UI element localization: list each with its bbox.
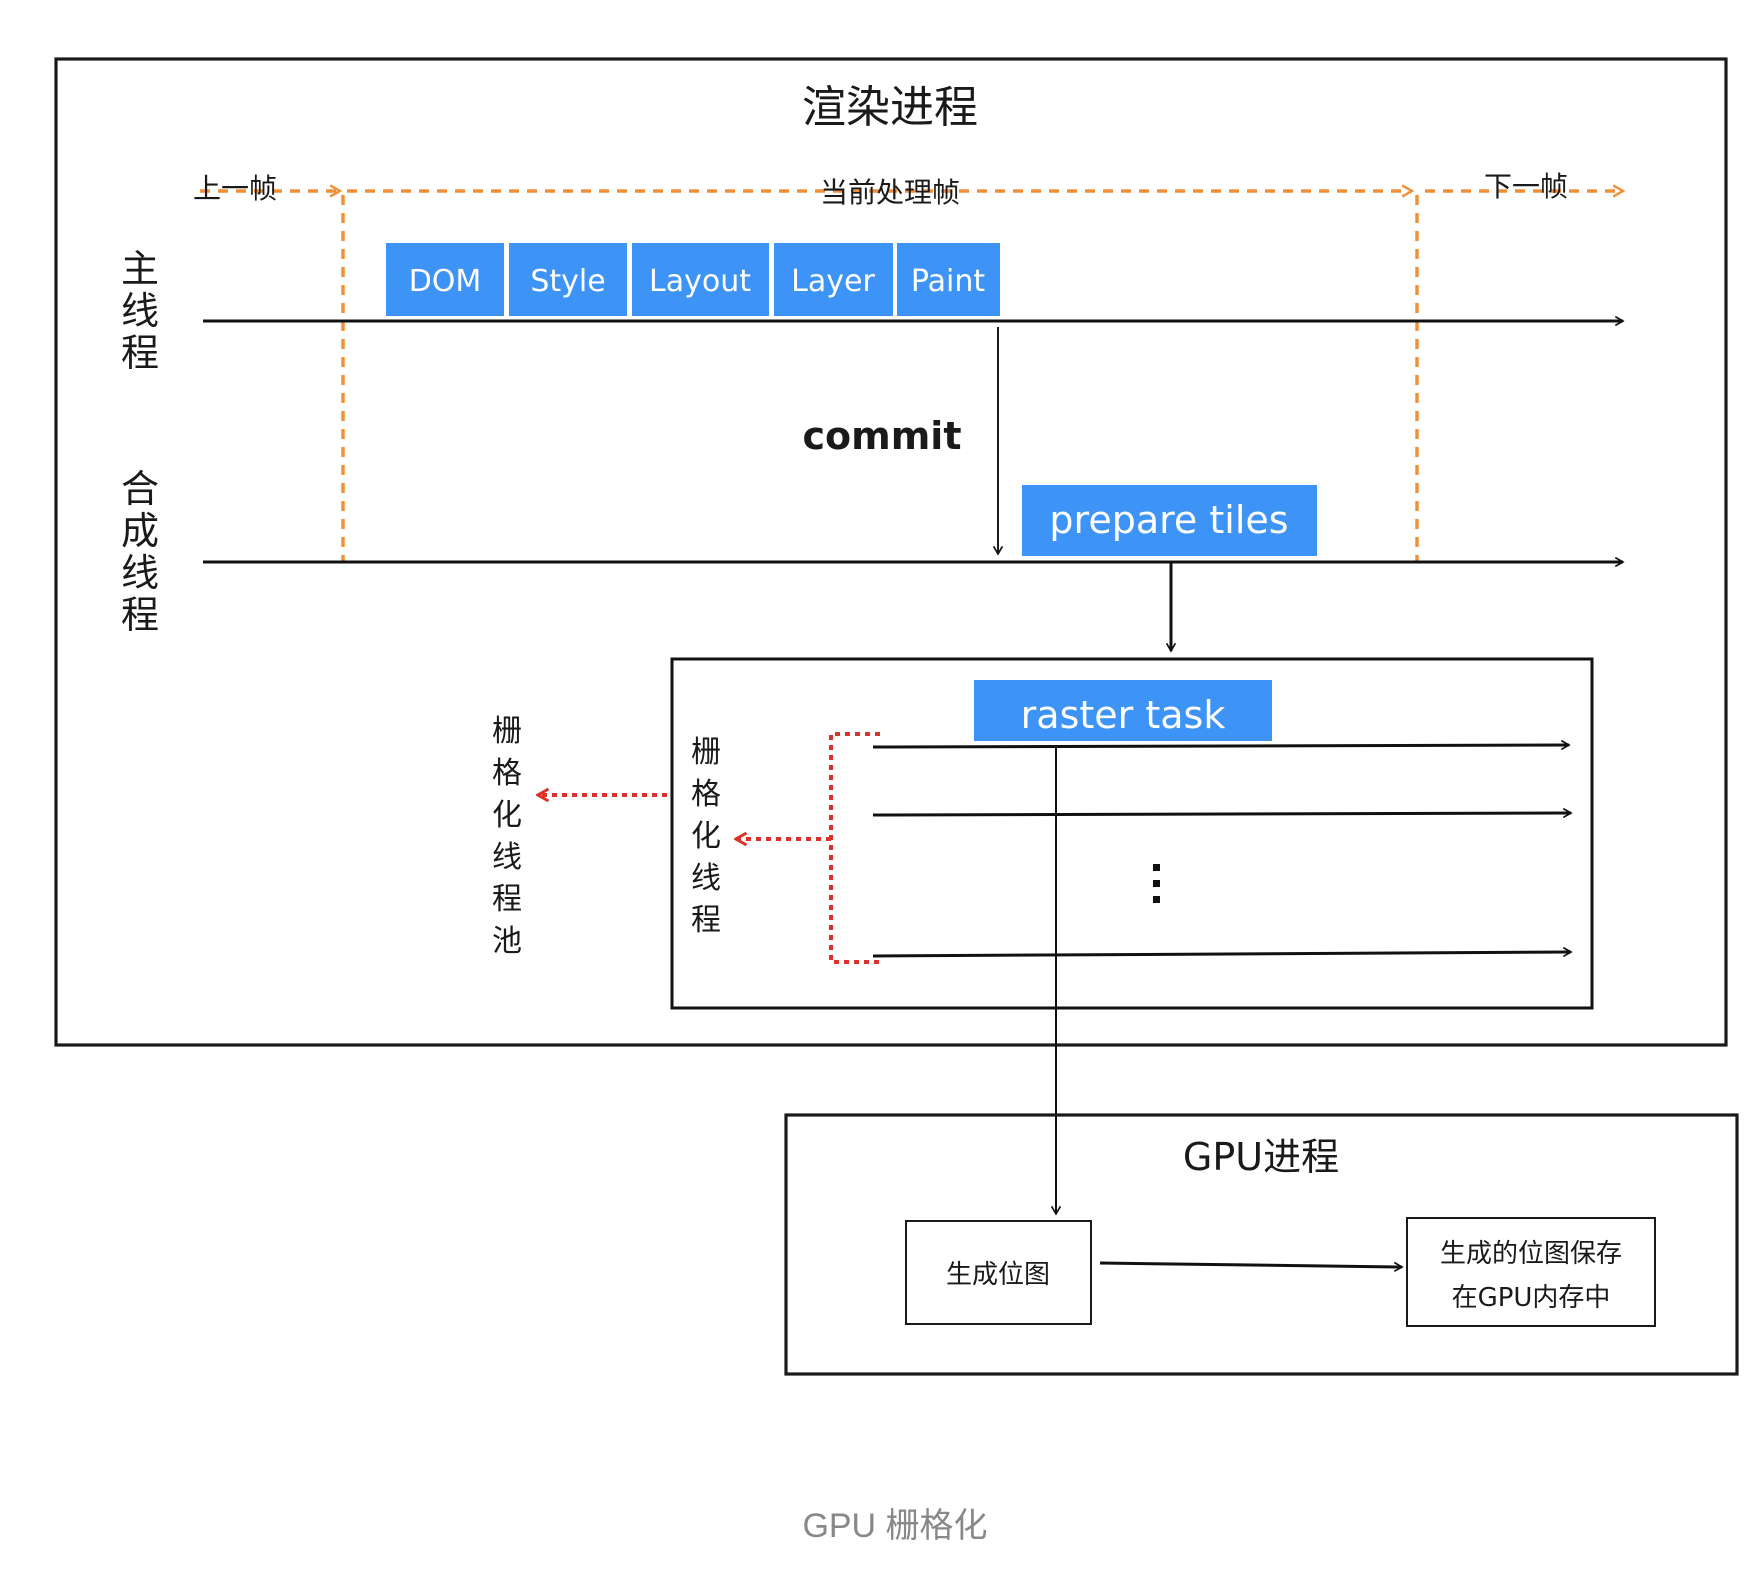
- ellipsis-dot: [1153, 880, 1160, 887]
- raster-pool-label-char: 线: [492, 840, 522, 875]
- generate-bitmap-label: 生成位图: [946, 1260, 1050, 1290]
- task-dom-box: [386, 243, 504, 316]
- store-bitmap-box: [1406, 1217, 1656, 1327]
- task-paint-label: Paint: [911, 264, 985, 299]
- raster-task-label: raster task: [1021, 693, 1226, 737]
- render-process-title: 渲染进程: [802, 82, 978, 133]
- ellipsis-dot: [1153, 896, 1160, 903]
- task-layer-box: [774, 243, 893, 316]
- raster-pool-label-char: 池: [492, 924, 522, 959]
- raster-thread-label: 栅 格 化 线 程: [691, 735, 721, 938]
- previous-frame-label: 上一帧: [193, 172, 277, 205]
- prepare-tiles-task: prepare tiles: [1022, 485, 1317, 556]
- store-bitmap-label-line1: 生成的位图保存: [1440, 1239, 1622, 1269]
- raster-thread-pool-box: raster task 栅 格 化 线 程: [670, 657, 1594, 1010]
- raster-pool-border: [670, 657, 1594, 1010]
- task-dom: DOM: [386, 243, 504, 316]
- gpu-process-border: [784, 1113, 1739, 1376]
- raster-thread-line-2: [872, 813, 1571, 815]
- task-layer: Layer: [774, 243, 893, 316]
- next-frame-label: 下一帧: [1484, 170, 1568, 203]
- gpu-process-box: GPU进程 生成位图 生成的位图保存 在GPU内存中: [784, 1113, 1739, 1376]
- raster-task-box: [974, 680, 1272, 741]
- gpu-process-title: GPU进程: [1183, 1135, 1339, 1179]
- more-threads-ellipsis: [1153, 864, 1160, 903]
- task-style-label: Style: [530, 264, 605, 299]
- commit-label: commit: [802, 414, 961, 458]
- raster-thread-label-char: 化: [691, 819, 721, 854]
- render-process-border: [54, 57, 1728, 1047]
- compositor-thread-label-char: 成: [121, 509, 159, 553]
- ellipsis-dot: [1153, 864, 1160, 871]
- compositor-thread-label: 合 成 线 程: [121, 467, 159, 637]
- task-style-box: [509, 243, 627, 316]
- main-thread-label-char: 程: [121, 331, 159, 375]
- raster-pool-label-char: 程: [492, 882, 522, 917]
- render-process-box: 渲染进程: [54, 57, 1728, 1047]
- task-paint: Paint: [897, 243, 1000, 316]
- current-frame-label: 当前处理帧: [820, 176, 960, 209]
- bitmap-to-memory-arrow: [1099, 1261, 1402, 1267]
- task-dom-label: DOM: [409, 264, 482, 299]
- raster-pool-label-char: 化: [492, 798, 522, 833]
- task-layer-label: Layer: [791, 264, 875, 299]
- main-thread-label-char: 主: [121, 247, 159, 291]
- prepare-tiles-label: prepare tiles: [1049, 498, 1288, 542]
- raster-threads-bracket: [829, 732, 880, 964]
- raster-thread-label-char: 栅: [691, 735, 721, 770]
- task-style: Style: [509, 243, 627, 316]
- figure-caption: GPU 栅格化: [802, 1507, 987, 1545]
- main-thread-label: 主 线 程: [121, 247, 159, 375]
- compositor-thread-label-char: 合: [121, 467, 159, 511]
- store-bitmap-label-line2: 在GPU内存中: [1452, 1283, 1611, 1313]
- frame-markers: 上一帧 当前处理帧 下一帧: [193, 170, 1623, 562]
- raster-thread-pool-label: 栅 格 化 线 程 池: [492, 714, 522, 959]
- raster-thread-label-char: 格: [691, 777, 721, 812]
- task-paint-box: [897, 243, 1000, 316]
- task-layout-label: Layout: [649, 264, 751, 299]
- main-thread-label-char: 线: [121, 289, 159, 333]
- prepare-tiles-box: [1022, 485, 1317, 556]
- task-layout-box: [632, 243, 769, 316]
- main-thread-tasks: DOM Style Layout Layer Paint: [386, 243, 1000, 316]
- compositor-thread-label-char: 程: [121, 593, 159, 637]
- compositor-thread-label-char: 线: [121, 551, 159, 595]
- task-layout: Layout: [632, 243, 769, 316]
- raster-pool-label-char: 格: [492, 756, 522, 791]
- generate-bitmap-box: [905, 1220, 1092, 1325]
- raster-thread-label-char: 程: [691, 903, 721, 938]
- raster-pool-label-char: 栅: [492, 714, 522, 749]
- raster-thread-line-1: [872, 745, 1569, 747]
- raster-thread-line-n: [872, 952, 1571, 958]
- raster-thread-label-char: 线: [691, 861, 721, 896]
